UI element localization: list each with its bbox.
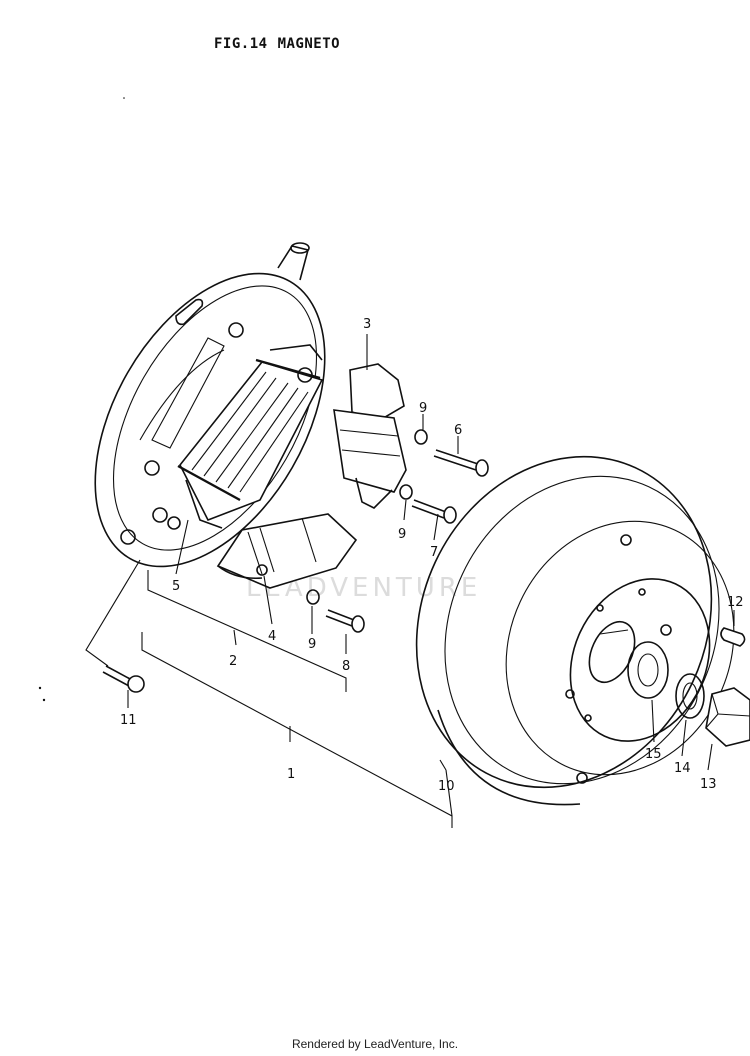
nut-13 <box>705 687 750 747</box>
callout-11: 11 <box>120 713 137 728</box>
key-12 <box>720 627 746 647</box>
callout-13: 13 <box>700 777 717 792</box>
flywheel-rotor-10 <box>415 455 735 806</box>
screw-7 <box>411 499 457 524</box>
figure-number: FIG.14 <box>214 36 268 52</box>
callout-5: 5 <box>172 579 180 594</box>
callout-4: 4 <box>268 629 276 644</box>
callout-10: 10 <box>438 779 455 794</box>
callout-14: 14 <box>674 761 691 776</box>
footer-credit: Rendered by LeadVenture, Inc. <box>291 1037 459 1051</box>
figure-name: MAGNETO <box>277 36 341 52</box>
lock-washer-14 <box>675 673 705 719</box>
callout-12: 12 <box>727 595 744 610</box>
figure-title: FIG.14 MAGNETO <box>214 36 350 52</box>
callout-2: 2 <box>229 654 237 669</box>
screw-8 <box>325 609 365 633</box>
callout-15: 15 <box>645 747 662 762</box>
screw-11 <box>102 665 145 693</box>
screw-6 <box>433 449 489 477</box>
callout-1: 1 <box>287 767 295 782</box>
charging-coil-4 <box>216 513 358 589</box>
stator-plate <box>94 242 326 568</box>
callout-9c: 9 <box>308 637 316 652</box>
leader-lines <box>85 334 735 828</box>
callout-9b: 9 <box>398 527 406 542</box>
pulser-coil-3 <box>297 363 407 509</box>
washer-15 <box>627 641 669 699</box>
callout-6: 6 <box>454 423 462 438</box>
washer-9 <box>306 429 428 605</box>
callout-labels: 1 2 3 4 5 6 7 8 9 9 9 10 11 12 13 14 15 <box>120 317 744 794</box>
callout-9a: 9 <box>419 401 427 416</box>
callout-7: 7 <box>430 545 438 560</box>
callout-8: 8 <box>342 659 350 674</box>
callout-3: 3 <box>363 317 371 332</box>
